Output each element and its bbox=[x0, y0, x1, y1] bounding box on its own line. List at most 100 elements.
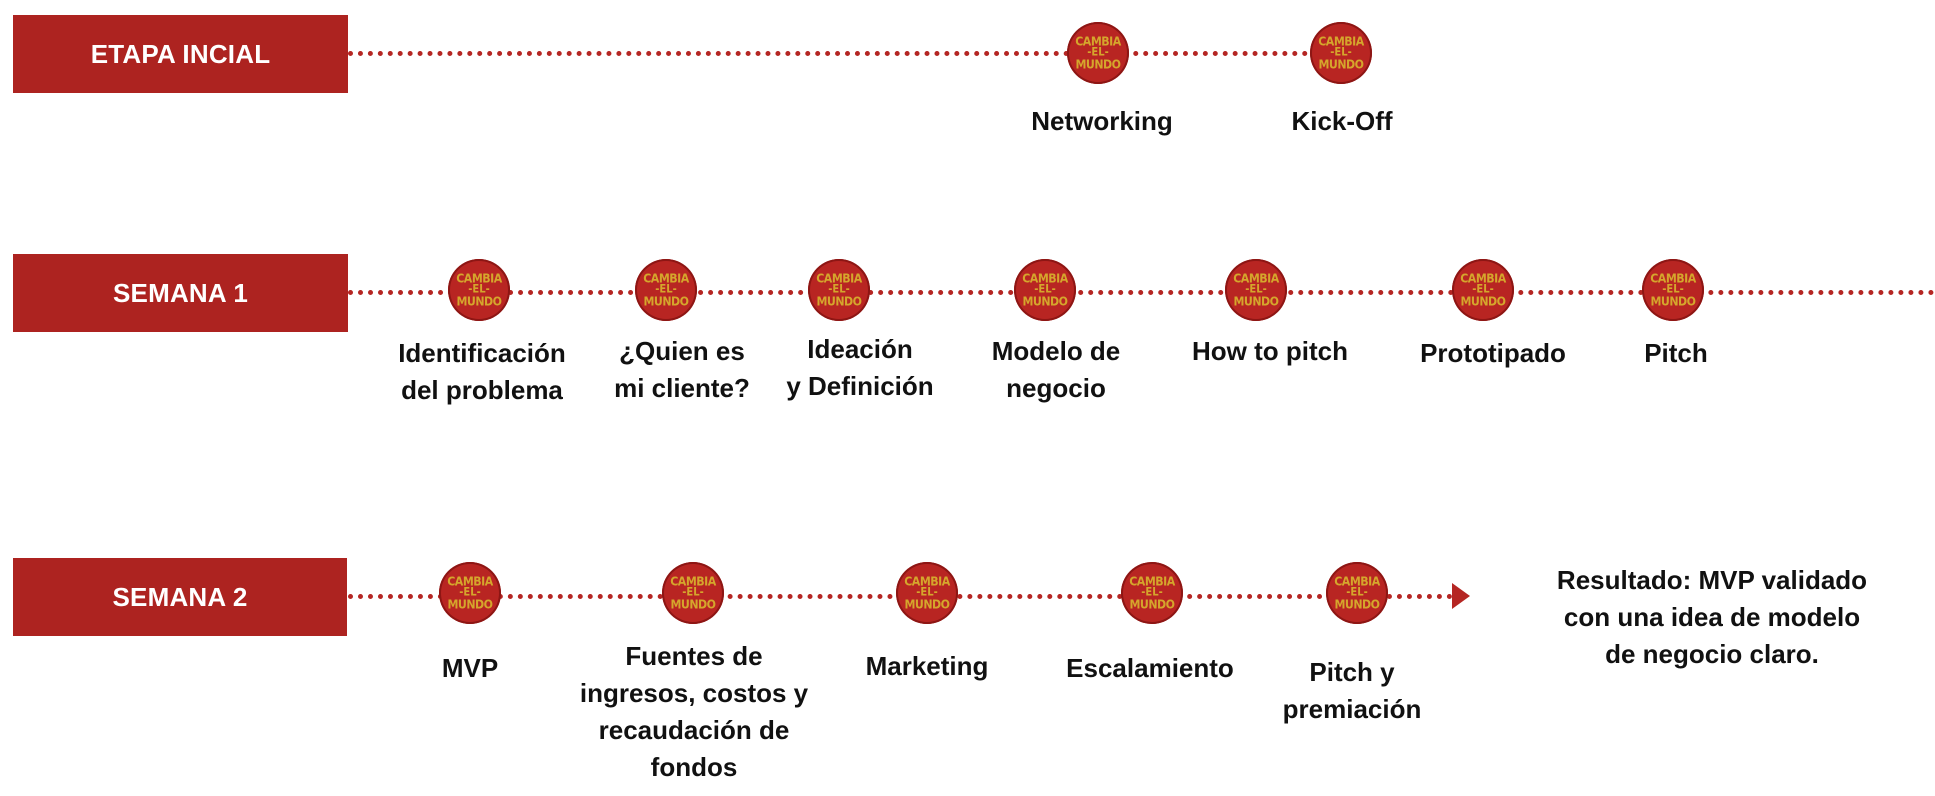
milestone-label-line: MVP bbox=[441, 653, 499, 683]
badge-text: -EL- bbox=[468, 283, 490, 296]
badge-text: MUNDO bbox=[456, 294, 502, 309]
badge-text: -EL- bbox=[1034, 283, 1056, 296]
badge-text: -EL- bbox=[1330, 46, 1352, 59]
milestone-label: How to pitch bbox=[1150, 333, 1390, 370]
badge-text: CAMBIA bbox=[1075, 34, 1121, 49]
milestone-label-line: Marketing bbox=[865, 651, 989, 681]
row-label-semana-2: SEMANA 2 bbox=[13, 558, 347, 636]
badge-text: CAMBIA bbox=[447, 574, 493, 589]
cambia-el-mundo-badge-icon: CAMBIA-EL-MUNDO bbox=[1310, 22, 1372, 84]
milestone-label-line: recaudación de bbox=[598, 715, 790, 745]
cambia-el-mundo-badge-icon: CAMBIA-EL-MUNDO bbox=[1452, 259, 1514, 321]
milestone-label-line: How to pitch bbox=[1192, 336, 1348, 366]
badge-text: -EL- bbox=[1245, 283, 1267, 296]
badge-text: CAMBIA bbox=[816, 271, 862, 286]
badge-text: MUNDO bbox=[1650, 294, 1696, 309]
badge-text: MUNDO bbox=[447, 597, 493, 612]
result-text: Resultado: MVP validado con una idea de … bbox=[1522, 562, 1902, 673]
milestone-label: Prototipado bbox=[1373, 335, 1613, 372]
badge-text: CAMBIA bbox=[643, 271, 689, 286]
cambia-el-mundo-badge-icon: CAMBIA-EL-MUNDO bbox=[635, 259, 697, 321]
milestone-label-line: premiación bbox=[1282, 694, 1422, 724]
milestone-label: ¿Quien es mi cliente? bbox=[562, 333, 802, 407]
milestone-label-line: ingresos, costos y bbox=[579, 678, 809, 708]
milestone-label: Kick-Off bbox=[1222, 103, 1462, 140]
milestone-label-line: y Definición bbox=[786, 371, 934, 401]
badge-text: MUNDO bbox=[1334, 597, 1380, 612]
cambia-el-mundo-badge-icon: CAMBIA-EL-MUNDO bbox=[448, 259, 510, 321]
milestone-label-line: Ideación bbox=[807, 334, 913, 364]
result-line: Resultado: MVP validado bbox=[1556, 565, 1868, 595]
badge-text: -EL- bbox=[459, 586, 481, 599]
badge-text: MUNDO bbox=[1460, 294, 1506, 309]
cambia-el-mundo-badge-icon: CAMBIA-EL-MUNDO bbox=[1642, 259, 1704, 321]
badge-text: -EL- bbox=[828, 283, 850, 296]
badge-text: MUNDO bbox=[1233, 294, 1279, 309]
badge-text: MUNDO bbox=[816, 294, 862, 309]
milestone-label: Identificación del problema bbox=[362, 335, 602, 409]
milestone-label-line: Fuentes de bbox=[625, 641, 763, 671]
cambia-el-mundo-badge-icon: CAMBIA-EL-MUNDO bbox=[808, 259, 870, 321]
badge-text: -EL- bbox=[1346, 586, 1368, 599]
milestone-label-line: Escalamiento bbox=[1066, 653, 1234, 683]
row-label-semana-1: SEMANA 1 bbox=[13, 254, 348, 332]
milestone-label-line: Kick-Off bbox=[1291, 106, 1393, 136]
milestone-label: Marketing bbox=[807, 648, 1047, 685]
badge-text: CAMBIA bbox=[670, 574, 716, 589]
milestone-label-line: ¿Quien es bbox=[619, 336, 745, 366]
cambia-el-mundo-badge-icon: CAMBIA-EL-MUNDO bbox=[662, 562, 724, 624]
milestone-label-line: mi cliente? bbox=[614, 373, 750, 403]
milestone-label-line: Prototipado bbox=[1420, 338, 1566, 368]
badge-text: MUNDO bbox=[1318, 57, 1364, 72]
milestone-label: Fuentes de ingresos, costos y recaudación … bbox=[574, 638, 814, 786]
milestone-label: Networking bbox=[982, 103, 1222, 140]
badge-text: -EL- bbox=[655, 283, 677, 296]
row-line-etapa-inicial bbox=[348, 51, 1348, 56]
cambia-el-mundo-badge-icon: CAMBIA-EL-MUNDO bbox=[896, 562, 958, 624]
badge-text: MUNDO bbox=[643, 294, 689, 309]
milestone-label-line: del problema bbox=[401, 375, 563, 405]
badge-text: CAMBIA bbox=[456, 271, 502, 286]
badge-text: CAMBIA bbox=[1022, 271, 1068, 286]
milestone-label: Ideación y Definición bbox=[740, 331, 980, 405]
badge-text: CAMBIA bbox=[1650, 271, 1696, 286]
cambia-el-mundo-badge-icon: CAMBIA-EL-MUNDO bbox=[1225, 259, 1287, 321]
milestone-label: Modelo de negocio bbox=[936, 333, 1176, 407]
row-line-semana-1 bbox=[348, 290, 1935, 295]
row-label-etapa-inicial: ETAPA INCIAL bbox=[13, 15, 348, 93]
cambia-el-mundo-badge-icon: CAMBIA-EL-MUNDO bbox=[1014, 259, 1076, 321]
milestone-label: MVP bbox=[350, 650, 590, 687]
badge-text: CAMBIA bbox=[1460, 271, 1506, 286]
badge-text: -EL- bbox=[1087, 46, 1109, 59]
milestone-label-line: Pitch y bbox=[1309, 657, 1395, 687]
badge-text: -EL- bbox=[1472, 283, 1494, 296]
badge-text: CAMBIA bbox=[904, 574, 950, 589]
cambia-el-mundo-badge-icon: CAMBIA-EL-MUNDO bbox=[1121, 562, 1183, 624]
milestone-label-line: Modelo de bbox=[991, 336, 1121, 366]
result-line: de negocio claro. bbox=[1605, 639, 1819, 669]
badge-text: CAMBIA bbox=[1129, 574, 1175, 589]
badge-text: CAMBIA bbox=[1334, 574, 1380, 589]
badge-text: -EL- bbox=[1662, 283, 1684, 296]
badge-text: MUNDO bbox=[1129, 597, 1175, 612]
result-line: con una idea de modelo bbox=[1563, 602, 1861, 632]
badge-text: MUNDO bbox=[670, 597, 716, 612]
milestone-label: Pitch y premiación bbox=[1232, 654, 1472, 728]
milestone-label-line: Identificación bbox=[398, 338, 566, 368]
milestone-label-line: Pitch bbox=[1644, 338, 1708, 368]
badge-text: MUNDO bbox=[904, 597, 950, 612]
milestone-label-line: Networking bbox=[1031, 106, 1173, 136]
cambia-el-mundo-badge-icon: CAMBIA-EL-MUNDO bbox=[1326, 562, 1388, 624]
milestone-label-line: fondos bbox=[650, 752, 738, 782]
badge-text: CAMBIA bbox=[1233, 271, 1279, 286]
arrow-head-icon bbox=[1452, 583, 1470, 609]
cambia-el-mundo-badge-icon: CAMBIA-EL-MUNDO bbox=[1067, 22, 1129, 84]
badge-text: -EL- bbox=[682, 586, 704, 599]
milestone-label: Escalamiento bbox=[1030, 650, 1270, 687]
milestone-label-line: negocio bbox=[1006, 373, 1106, 403]
badge-text: CAMBIA bbox=[1318, 34, 1364, 49]
badge-text: -EL- bbox=[916, 586, 938, 599]
badge-text: MUNDO bbox=[1022, 294, 1068, 309]
badge-text: MUNDO bbox=[1075, 57, 1121, 72]
